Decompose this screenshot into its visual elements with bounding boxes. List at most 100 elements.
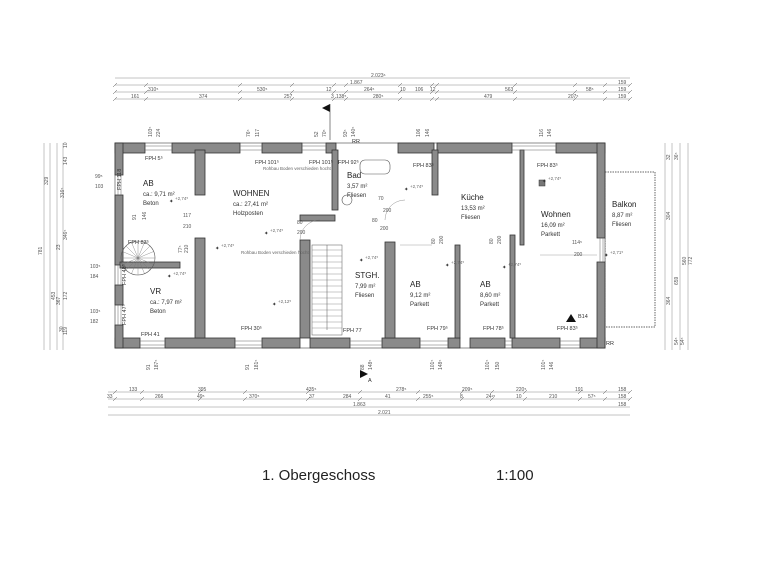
dimension-tick [512, 89, 518, 95]
dimension-label: 41 [385, 394, 391, 400]
room-name: Bad [347, 171, 361, 180]
dimension-tick [415, 389, 421, 395]
dimension-tick [197, 389, 203, 395]
dimension-tick [627, 396, 633, 402]
dimension-label: 304 [666, 211, 672, 220]
dimension-tick [139, 396, 145, 402]
opening-dimension: 200 [439, 235, 445, 244]
dimension-label: 346⁵ [63, 230, 69, 240]
dimension-label: 148⁵ [438, 360, 444, 370]
opening-dimension: 103 [95, 184, 104, 190]
level-cross-icon: ✦ [215, 245, 220, 252]
dimension-label: 119 [63, 327, 69, 335]
dimension-label: 54⁵ [674, 337, 680, 345]
dimension-label: 24¹⁵ [486, 394, 495, 400]
dimension-label: 49⁵ [197, 394, 205, 400]
dimension-label: 395 [198, 387, 207, 393]
room-name: WOHNEN [233, 189, 270, 198]
level-cross-icon: ✦ [445, 262, 450, 269]
dimension-tick [331, 96, 337, 102]
dimension-label: 91 [146, 364, 152, 370]
dimension-label: 54⁵ [680, 337, 686, 345]
room-floor: Parkett [480, 302, 499, 308]
wall [194, 237, 206, 339]
level-cross-icon: ✦ [604, 252, 609, 259]
wall [171, 142, 241, 154]
level-cross-icon: ✦ [542, 178, 547, 185]
floor-height-label: FPH 83⁵ [557, 325, 578, 332]
dimension-label: 374 [199, 94, 208, 100]
dimension-label: 117 [255, 129, 261, 137]
height-mark: +2,74⁵ [410, 184, 423, 189]
wall [596, 261, 606, 349]
dimension-label: 106 [416, 128, 422, 137]
dimension-label: 530⁵ [257, 87, 267, 93]
dimension-label: 91 [245, 364, 251, 370]
opening-dimension: 200 [380, 226, 389, 232]
opening-dimension: 80 [297, 220, 303, 226]
dimension-tick [572, 96, 578, 102]
room-floor: Beton [150, 309, 166, 315]
dimension-label: 772 [688, 256, 694, 265]
level-cross-icon: ✦ [502, 264, 507, 271]
wall [114, 194, 124, 266]
dimension-label: 10 [400, 87, 406, 93]
door-swing [299, 219, 321, 241]
dimension-label: 158 [618, 394, 627, 400]
dimension-tick [343, 82, 349, 88]
dimension-label: 32 [666, 154, 672, 160]
wall [511, 337, 561, 349]
dimension-label: 563 [505, 87, 514, 93]
wall [384, 241, 396, 339]
room-area: 3,57 m² [347, 184, 367, 190]
dimension-label: 37 [309, 394, 315, 400]
dimension-tick [112, 96, 118, 102]
dimension-label: 329 [44, 176, 50, 185]
level-cross-icon: ✦ [404, 186, 409, 193]
dimension-tick [602, 389, 608, 395]
dimension-label: 146 [547, 128, 553, 137]
dimension-label: 10 [516, 394, 522, 400]
dimension-label: 2.021 [378, 410, 391, 416]
dimension-tick [197, 396, 203, 402]
dimension-tick [331, 82, 337, 88]
dimension-tick [522, 396, 528, 402]
dimension-tick [627, 89, 633, 95]
wall [309, 337, 351, 349]
dimension-label: 255⁵ [423, 394, 433, 400]
dimension-label: 138⁵ [336, 94, 346, 100]
level-cross-icon: ✦ [167, 273, 172, 280]
stair-tread [131, 257, 139, 274]
dimension-label: 106 [415, 87, 424, 93]
wall [114, 284, 124, 306]
dimension-tick [602, 396, 608, 402]
floor-height-label: FPH 77 [343, 328, 362, 334]
dimension-tick [242, 389, 248, 395]
chimney [538, 179, 546, 187]
floor-height-label: FPH 101⁵ [309, 159, 333, 166]
opening-dimension: 91 [132, 214, 138, 220]
wall [469, 337, 506, 349]
dimension-label: 172 [63, 291, 69, 300]
dimension-label: 36⁵ [674, 152, 680, 160]
room-area: 16,09 m² [541, 223, 565, 229]
dimension-label: 101⁵ [541, 360, 547, 370]
dimension-label: 103⁵ [148, 127, 154, 137]
room-floor: Fliesen [612, 222, 631, 228]
dimension-label: 207⁵ [568, 94, 578, 100]
wall [381, 337, 421, 349]
opening-dimension: 80 [431, 238, 437, 244]
dimension-label: 1.867 [350, 80, 363, 86]
wall [447, 337, 461, 349]
height-mark: +2,74⁵ [173, 271, 186, 276]
dimension-tick [522, 389, 528, 395]
floor-height-label: FPH 101⁵ [255, 159, 279, 166]
marker-label: A [368, 378, 372, 384]
dimension-label: 257 [284, 94, 293, 100]
floor-height-label: FPH 83⁵ [537, 162, 558, 169]
dimension-tick [357, 396, 363, 402]
opening-dimension: 77⁵ [178, 245, 184, 253]
opening-dimension: 182 [90, 319, 99, 325]
section-marker-icon [322, 104, 330, 112]
dimension-tick [489, 396, 495, 402]
